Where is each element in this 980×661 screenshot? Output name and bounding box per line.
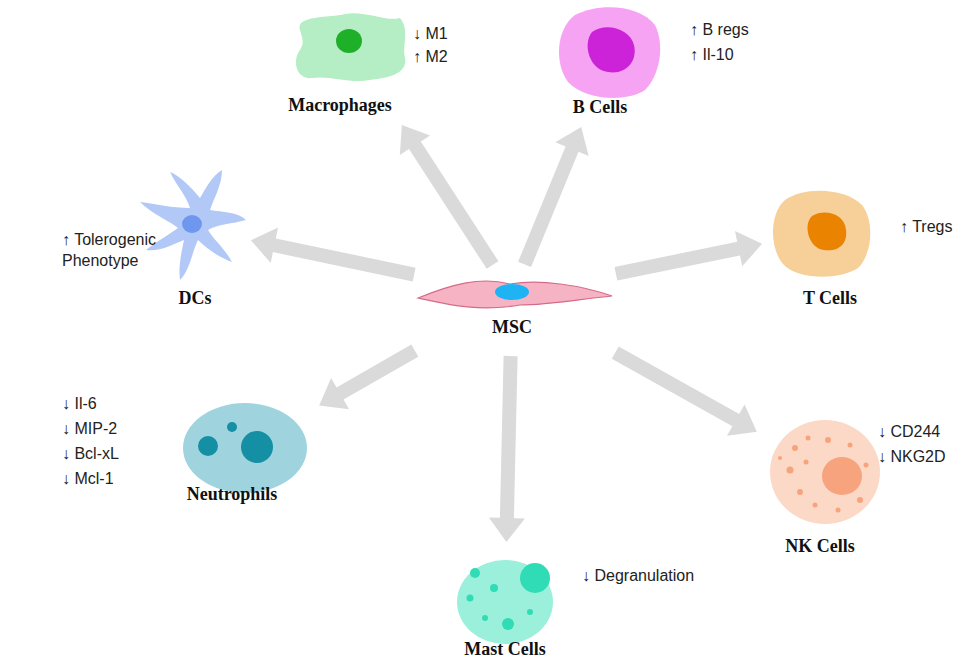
neutrophil-cell (183, 403, 307, 493)
cell-label: DCs (178, 287, 211, 310)
effect-note: ↓ M1 (413, 24, 448, 45)
b-cell (559, 7, 660, 98)
cell-label: B Cells (573, 96, 628, 119)
msc-node: MSC (420, 270, 610, 350)
effect-note: ↑ M2 (413, 47, 448, 68)
cell-label: NK Cells (785, 535, 855, 558)
effect-note: ↓ NKG2D (878, 447, 946, 468)
b-cell-node: B Cells ↑ B regs ↑ Il-10 (555, 2, 845, 121)
macrophage-node: Macrophages ↓ M1↑ M2 (268, 8, 483, 120)
influence-arrow (518, 127, 589, 267)
mast-cell-node: Mast Cells ↓ Degranulation (452, 548, 732, 660)
influence-arrow (612, 347, 757, 436)
cell-label: Mast Cells (464, 638, 545, 661)
effect-note: ↑ B regs (690, 20, 749, 41)
mast-cell (457, 560, 553, 644)
macrophage-cell (296, 13, 405, 81)
influence-arrow (489, 356, 525, 542)
dendritic-cell-node: DCs↑ Tolerogenic Phenotype (55, 160, 245, 312)
dendritic-cell (140, 170, 246, 280)
neutrophil-node: Neutrophils ↓ Il-6 ↓ MIP-2 ↓ Bcl-xL ↓ Mcl-1 (52, 392, 314, 510)
effect-note: ↓ Mcl-1 (62, 469, 114, 490)
influence-arrow (319, 345, 418, 410)
effect-note: ↓ Degranulation (582, 566, 694, 587)
t-cell (773, 191, 870, 277)
t-cell-node: T Cells ↑ Tregs (768, 185, 976, 313)
effect-note: ↑ Il-10 (690, 45, 734, 66)
cell-label: Macrophages (288, 94, 392, 117)
msc-cell (418, 281, 612, 308)
effect-note: ↑ Tolerogenic Phenotype (62, 230, 174, 272)
effect-note: ↓ Il-6 (62, 394, 97, 415)
effect-note: ↓ Bcl-xL (62, 444, 119, 465)
effect-note: ↓ MIP-2 (62, 419, 117, 440)
nk-cell (770, 420, 880, 524)
cell-label: MSC (492, 316, 532, 339)
cell-label: Neutrophils (187, 483, 278, 506)
cell-label: T Cells (803, 287, 857, 310)
effect-note: ↑ Tregs (900, 217, 952, 238)
influence-arrow (615, 231, 763, 281)
effect-note: ↓ CD244 (878, 422, 940, 443)
nk-cell-node: NK Cells ↓ CD244 ↓ NKG2D (762, 415, 967, 563)
influence-arrow (400, 125, 499, 269)
influence-arrow (251, 228, 416, 282)
